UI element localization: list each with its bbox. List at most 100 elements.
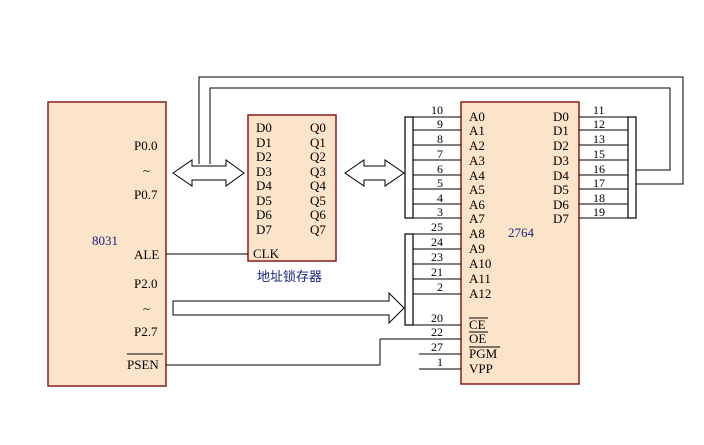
eprom-pin-a9: A9 (469, 241, 485, 256)
eprom-2764-chip (460, 101, 580, 385)
mcu-pin-p0-start: P0.0 (134, 138, 157, 153)
eprom-pin-d1: D1 (553, 123, 569, 138)
mcu-pin-ale: ALE (134, 247, 159, 262)
eprom-num-a6: 4 (437, 191, 443, 205)
eprom-num-oe: 22 (431, 325, 443, 339)
latch-pin-d3: D3 (256, 164, 272, 179)
latch-chip (247, 114, 337, 262)
eprom-pin-a12: A12 (469, 286, 491, 301)
latch-q-pins: Q0 Q1 Q2 Q3 Q4 Q5 Q6 Q7 (310, 120, 326, 237)
eprom-a-high-nums: 25 24 23 21 2 (431, 220, 443, 294)
eprom-num-d1: 12 (593, 117, 605, 131)
latch-pin-q3: Q3 (310, 164, 326, 179)
psen-oe-wire (166, 339, 381, 366)
latch-pin-q0: Q0 (310, 120, 326, 135)
eprom-num-a12: 2 (437, 280, 443, 294)
eprom-ctrl-pins: CE OE PGM VPP (469, 317, 498, 376)
eprom-pin-pgm: PGM (469, 346, 498, 361)
eprom-d-pins: D0 D1 D2 D3 D4 D5 D6 D7 (553, 109, 569, 226)
eprom-a-low-pins: A0 A1 A2 A3 A4 A5 A6 A7 (469, 109, 485, 226)
eprom-num-a9: 24 (431, 235, 443, 249)
mcu-8031-chip (47, 101, 167, 387)
eprom-pin-a3: A3 (469, 153, 485, 168)
eprom-pin-d3: D3 (553, 153, 569, 168)
mcu-tilde-p2: ~ (143, 301, 150, 316)
latch-pin-q2: Q2 (310, 149, 326, 164)
eprom-pin-a11: A11 (469, 271, 491, 286)
mcu-pin-psen: PSEN (127, 357, 159, 372)
data-pin-lines (579, 116, 628, 219)
latch-pin-d0: D0 (256, 120, 272, 135)
latch-pin-q7: Q7 (310, 222, 326, 237)
eprom-num-d4: 16 (593, 162, 605, 176)
eprom-pin-d6: D6 (553, 197, 569, 212)
latch-pin-d2: D2 (256, 149, 272, 164)
p0-latch-double-arrow (172, 159, 245, 187)
eprom-pin-d7: D7 (553, 211, 569, 226)
latch-pin-clk: CLK (253, 246, 280, 261)
eprom-num-a2: 8 (437, 132, 443, 146)
eprom-num-d0: 11 (593, 103, 605, 117)
latch-d-pins: D0 D1 D2 D3 D4 D5 D6 D7 (256, 120, 272, 237)
latch-pin-q4: Q4 (310, 178, 326, 193)
eprom-num-a8: 25 (431, 220, 443, 234)
eprom-num-a11: 21 (431, 265, 443, 279)
latch-pin-d7: D7 (256, 222, 272, 237)
latch-caption: 地址锁存器 (257, 269, 322, 285)
data-bus-bar (627, 116, 637, 219)
eprom-a-low-nums: 10 9 8 7 6 5 4 3 (431, 103, 443, 219)
address-low-pin-lines (413, 116, 461, 219)
eprom-num-a7: 3 (437, 205, 443, 219)
address-high-bus-bar (404, 233, 414, 326)
eprom-pin-a6: A6 (469, 197, 485, 212)
mcu-pin-p0-end: P0.7 (134, 187, 158, 202)
eprom-pin-d5: D5 (553, 182, 569, 197)
latch-pin-d5: D5 (256, 193, 272, 208)
latch-pin-d4: D4 (256, 178, 272, 193)
eprom-num-d7: 19 (593, 205, 605, 219)
latch-pin-d1: D1 (256, 135, 272, 150)
mcu-pin-p2-end: P2.7 (134, 324, 158, 339)
mcu-pin-p2-start: P2.0 (134, 276, 157, 291)
latch-pin-d6: D6 (256, 207, 272, 222)
eprom-pin-a0: A0 (469, 109, 485, 124)
eprom-pin-oe: OE (469, 331, 486, 346)
eprom-pin-vpp: VPP (469, 361, 493, 376)
eprom-num-d6: 18 (593, 191, 605, 205)
eprom-pin-d0: D0 (553, 109, 569, 124)
p2-eprom-arrow (172, 291, 405, 325)
eprom-pin-a2: A2 (469, 138, 485, 153)
mcu-tilde-p0: ~ (143, 163, 150, 178)
latch-pin-q6: Q6 (310, 207, 326, 222)
eprom-num-a5: 5 (437, 176, 443, 190)
eprom-name: 2764 (508, 225, 535, 240)
eprom-pin-ce: CE (469, 317, 486, 332)
eprom-pin-a1: A1 (469, 123, 485, 138)
eprom-num-d5: 17 (593, 176, 605, 190)
mcu-name: 8031 (92, 233, 118, 248)
eprom-num-d3: 15 (593, 147, 605, 161)
eprom-pin-a8: A8 (469, 226, 485, 241)
data-bus-loop (198, 76, 684, 185)
eprom-num-ce: 20 (431, 311, 443, 325)
eprom-num-a10: 23 (431, 250, 443, 264)
eprom-ctrl-overbars (469, 317, 500, 348)
eprom-pin-a4: A4 (469, 168, 485, 183)
eprom-pin-a7: A7 (469, 211, 485, 226)
address-high-pin-lines (413, 233, 461, 326)
eprom-pin-a5: A5 (469, 182, 485, 197)
eprom-num-vpp: 1 (437, 355, 443, 369)
eprom-d-nums: 11 12 13 15 16 17 18 19 (593, 103, 605, 219)
eprom-num-a1: 9 (437, 117, 443, 131)
address-low-bus-bar (404, 116, 414, 219)
control-pin-lines (380, 338, 461, 370)
eprom-num-a0: 10 (431, 103, 443, 117)
latch-pin-q1: Q1 (310, 135, 326, 150)
eprom-pin-a10: A10 (469, 256, 491, 271)
eprom-pin-d2: D2 (553, 138, 569, 153)
eprom-a-high-pins: A8 A9 A10 A11 A12 (469, 226, 491, 301)
eprom-num-d2: 13 (593, 132, 605, 146)
eprom-num-pgm: 27 (431, 340, 443, 354)
